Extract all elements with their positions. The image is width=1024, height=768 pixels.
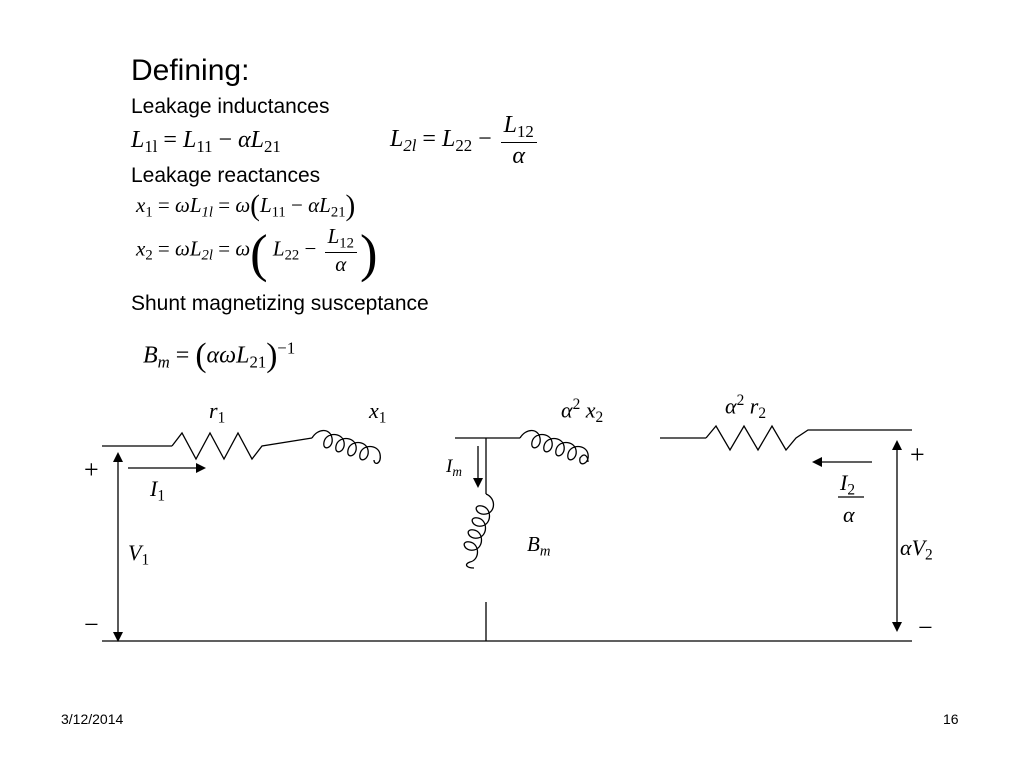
label-I2-denominator: α: [843, 502, 855, 527]
equation-x2: x2 = ωL2l = ω( L22 − L12 α ): [136, 224, 378, 283]
footer-page-number: 16: [943, 711, 959, 727]
av2-arrowhead-top: [892, 440, 902, 450]
equation-L2l: L2l = L22 − L12 α: [390, 112, 540, 169]
label-r1: r1: [209, 398, 226, 427]
inductor-x1: [311, 429, 381, 465]
label-a2x2: α2 x2: [561, 396, 604, 427]
leakage-reactances-label: Leakage reactances: [131, 164, 321, 187]
minus-left: −: [84, 610, 99, 639]
equation-Bm: Bm = (αωL21)−1: [143, 337, 296, 374]
label-I2: I2: [840, 470, 856, 499]
i2-arrowhead: [812, 457, 822, 467]
leakage-inductances-label: Leakage inductances: [131, 95, 330, 118]
av2-arrowhead-bottom: [892, 622, 902, 632]
v1-arrowhead-top: [113, 452, 123, 462]
label-a2r2: α2 r2: [725, 392, 767, 423]
label-I1: I1: [150, 476, 166, 505]
minus-right: −: [918, 613, 933, 642]
inductor-a2x2: [519, 429, 589, 465]
label-x1: x1: [369, 398, 387, 427]
resistor-r1: [171, 431, 313, 461]
label-aV2: αV2: [900, 535, 933, 564]
i1-arrowhead: [196, 463, 206, 473]
v1-arrowhead-bottom: [113, 632, 123, 642]
inductor-Bm: [463, 493, 495, 569]
resistor-a2r2: [705, 424, 912, 452]
equation-x1: x1 = ωL1l = ω(L11 − αL21): [136, 190, 356, 222]
plus-right: +: [910, 440, 925, 469]
footer-date: 3/12/2014: [61, 711, 124, 727]
label-Im: Im: [446, 456, 462, 479]
im-arrowhead: [473, 478, 483, 488]
equation-L1l: L1l = L11 − αL21: [131, 127, 281, 157]
plus-left: +: [84, 455, 99, 484]
shunt-label: Shunt magnetizing susceptance: [131, 292, 429, 315]
label-V1: V1: [128, 540, 150, 569]
slide-heading: Defining:: [131, 54, 250, 87]
label-Bm: Bm: [527, 532, 551, 560]
